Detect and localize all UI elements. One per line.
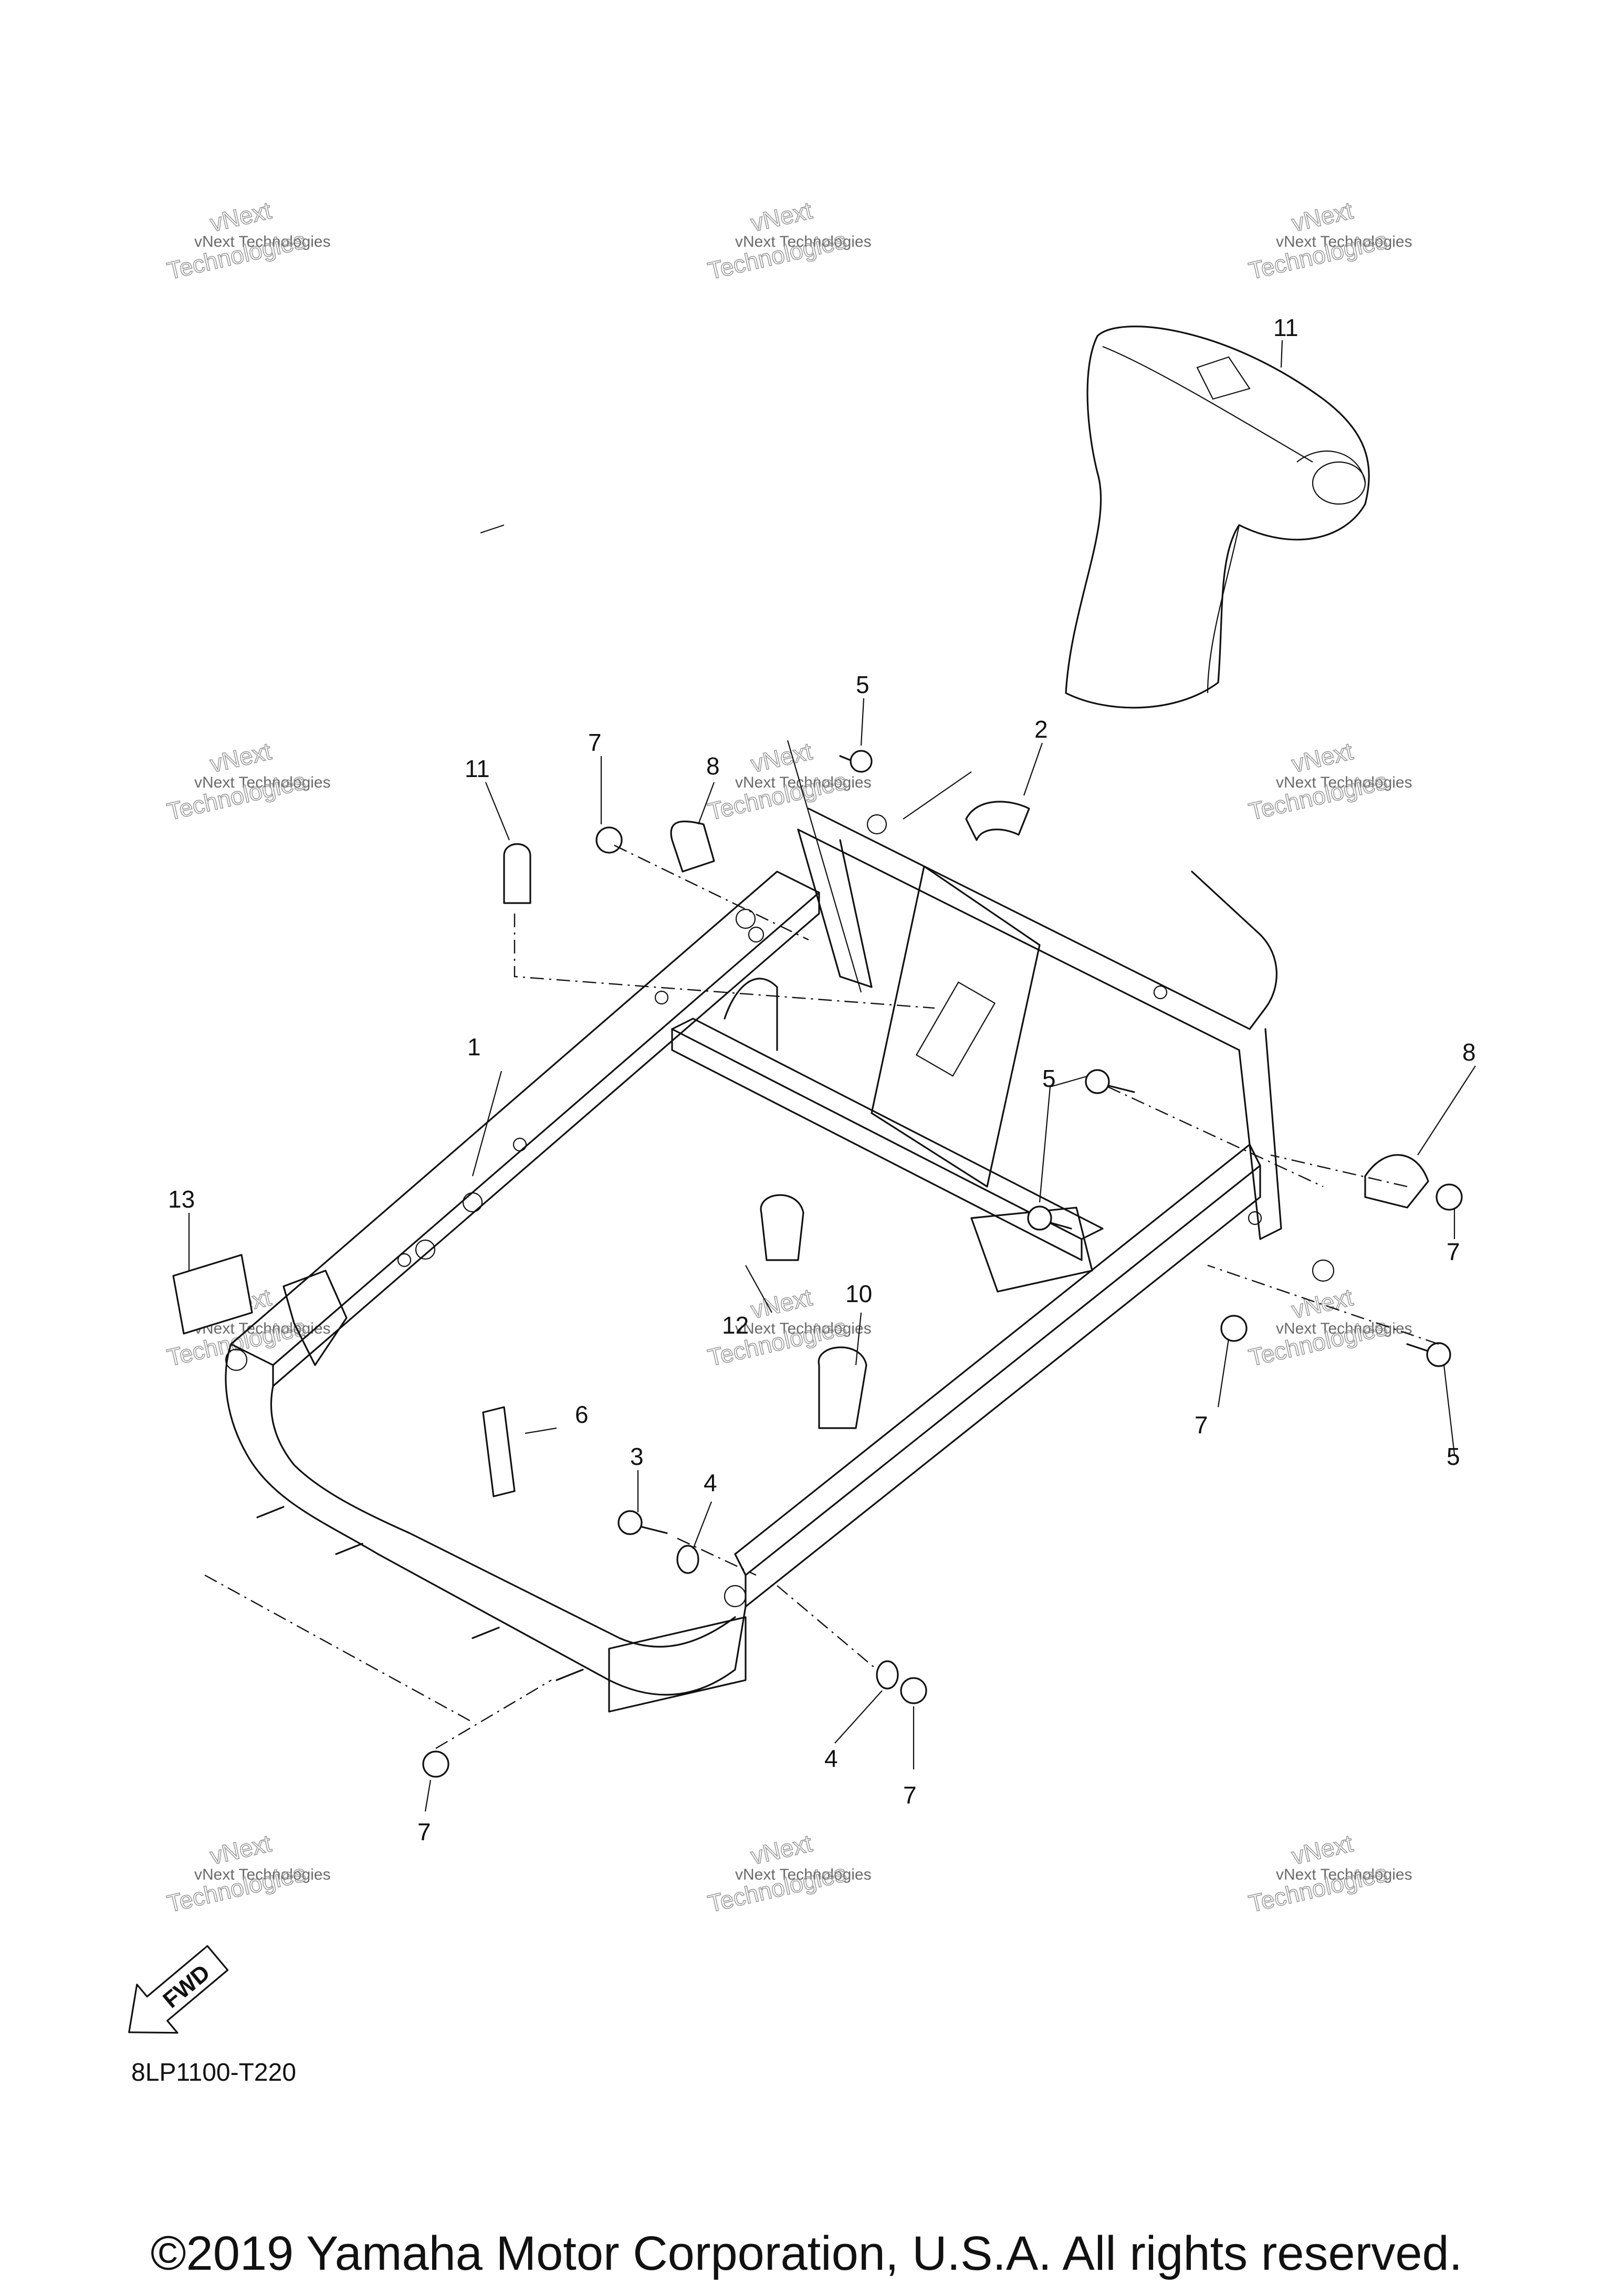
svg-text:vNext: vNext [1289, 196, 1355, 237]
callout-7: 7 [417, 1818, 431, 1846]
callout-11: 11 [465, 755, 490, 782]
svg-text:vNext: vNext [1289, 737, 1355, 778]
svg-text:vNext: vNext [207, 196, 274, 237]
cover-part [1065, 326, 1370, 709]
svg-text:vNext Technologies: vNext Technologies [194, 233, 331, 250]
callout-8: 8 [706, 752, 720, 780]
callout-13: 13 [168, 1186, 195, 1213]
cushion-part [965, 801, 1030, 841]
svg-text:vNext Technologies: vNext Technologies [735, 233, 872, 250]
svg-text:vNext: vNext [1289, 1829, 1355, 1870]
clamp-part [503, 843, 531, 904]
callout-7: 7 [903, 1781, 917, 1809]
svg-text:vNext Technologies: vNext Technologies [1276, 233, 1412, 250]
bracket-part [670, 820, 1429, 1209]
svg-text:vNext Technologies: vNext Technologies [735, 1320, 872, 1337]
callout-9: 11 [1273, 314, 1298, 341]
callout-numbers: 11 2 5 7 8 11 1 5 8 7 7 5 13 12 10 6 3 4… [168, 314, 1476, 1846]
callout-7: 7 [588, 729, 602, 756]
diagram-code: 8LP1100-T220 [131, 2059, 297, 2087]
copyright-notice: ©2019 Yamaha Motor Corporation, U.S.A. A… [150, 2227, 1463, 2280]
svg-text:vNext: vNext [207, 1829, 274, 1870]
svg-text:vNext: vNext [748, 737, 814, 778]
callout-3: 3 [630, 1443, 644, 1470]
svg-text:vNext: vNext [748, 1283, 814, 1324]
holder-part [760, 1194, 867, 1429]
washers [676, 1545, 899, 1690]
callout-6: 6 [575, 1401, 589, 1428]
svg-text:vNext Technologies: vNext Technologies [1276, 1866, 1412, 1883]
svg-text:vNext Technologies: vNext Technologies [735, 1866, 872, 1883]
svg-text:vNext: vNext [748, 1829, 814, 1870]
leader-lines [204, 740, 1439, 1749]
callout-leaders [188, 340, 1476, 1812]
svg-text:vNext Technologies: vNext Technologies [735, 774, 872, 791]
callout-5: 5 [856, 671, 870, 698]
callout-5: 5 [1042, 1065, 1056, 1092]
svg-text:vNext Technologies: vNext Technologies [1276, 1320, 1412, 1337]
callout-8: 8 [1462, 1039, 1476, 1066]
callout-7: 7 [1447, 1238, 1460, 1265]
bolts [617, 750, 1451, 1535]
callout-1: 1 [467, 1033, 481, 1061]
frame-part [225, 808, 1335, 1713]
svg-text:vNext: vNext [1289, 1283, 1355, 1324]
callout-7: 7 [1195, 1411, 1208, 1439]
fwd-arrow-icon: FWD [128, 1945, 229, 2034]
callout-4: 4 [704, 1469, 717, 1496]
label-part [172, 1254, 253, 1335]
callout-5: 5 [1447, 1443, 1460, 1470]
svg-text:vNext Technologies: vNext Technologies [1276, 774, 1412, 791]
svg-text:vNext: vNext [748, 196, 814, 237]
callout-12: 12 [722, 1312, 749, 1339]
svg-text:vNext Technologies: vNext Technologies [194, 1866, 331, 1883]
clip-part [482, 1406, 516, 1497]
svg-text:vNext Technologies: vNext Technologies [194, 774, 331, 791]
callout-4: 4 [824, 1745, 838, 1772]
callout-2: 2 [1034, 716, 1048, 743]
svg-text:vNext: vNext [207, 737, 274, 778]
callout-10: 10 [845, 1280, 872, 1307]
